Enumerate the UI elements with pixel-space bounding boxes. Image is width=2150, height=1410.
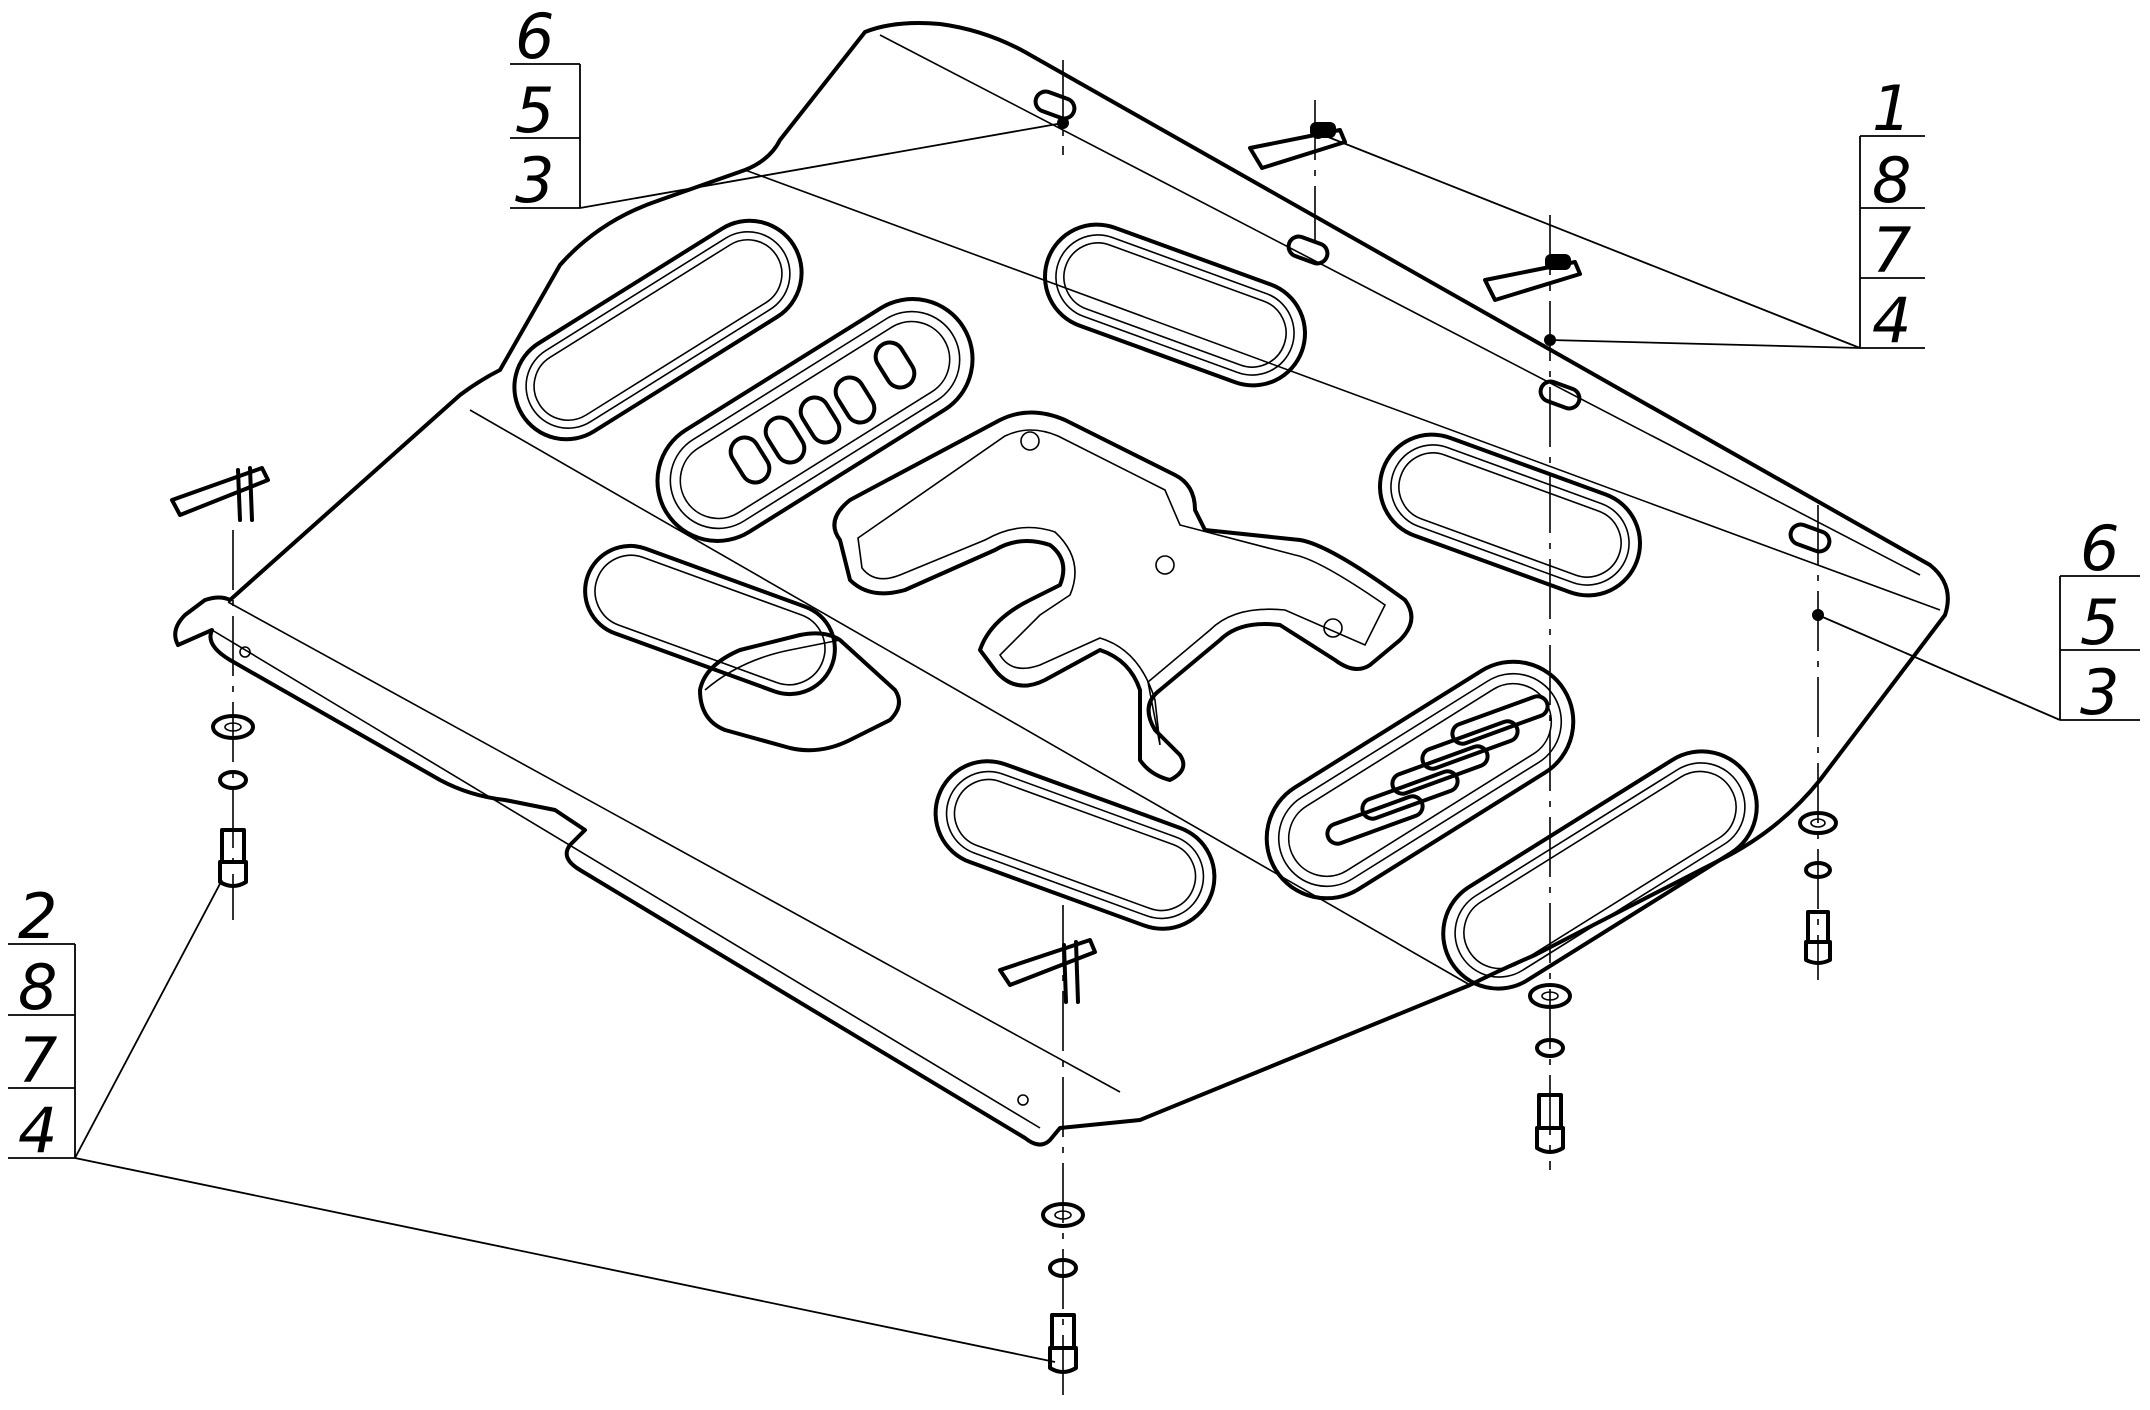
vent-slots-left <box>728 340 917 485</box>
callout-bottom-left-num-4: 4 <box>18 1094 57 1167</box>
mid-bend-line-2 <box>469 409 1471 986</box>
rib-pocket-5 <box>583 543 837 697</box>
callout-top-left-num-1: 6 <box>515 0 554 73</box>
central-rib-hole-2 <box>1155 555 1175 575</box>
vent-slots-right <box>1325 694 1550 846</box>
callout-right-num-2: 5 <box>2080 586 2119 659</box>
central-rib-inner <box>857 429 1387 746</box>
callout-right-num-1: 6 <box>2080 512 2119 585</box>
front-flange-fold-2 <box>211 629 1041 1129</box>
rib-pocket-4 <box>1378 432 1642 598</box>
access-hatch-seam <box>704 639 841 691</box>
callout-top-right-num-4: 4 <box>1872 284 1911 357</box>
callout-right: 6 5 3 <box>2059 512 2140 729</box>
rib-pockets <box>512 218 1759 991</box>
mid-bend-line-1 <box>744 169 1941 611</box>
callout-bottom-left-num-1: 2 <box>18 880 57 953</box>
nut-plate-top-right <box>1483 254 1582 302</box>
nut-plates <box>170 122 1582 1004</box>
fastener-stack-right <box>1798 811 1838 965</box>
front-flange-fold <box>227 601 1121 1093</box>
callout-top-right-num-1: 1 <box>1872 72 1911 145</box>
central-rib-outer <box>832 410 1414 782</box>
central-rib <box>832 410 1414 782</box>
rib-pocket-3 <box>1043 222 1307 388</box>
rib-pocket-1 <box>512 218 804 442</box>
callout-top-left: 6 5 3 <box>510 0 581 217</box>
fastener-stack-center <box>1528 983 1572 1154</box>
callout-top-left-num-3: 3 <box>515 144 554 217</box>
callout-top-right-num-3: 7 <box>1872 214 1911 287</box>
nut-plate-left <box>170 466 270 522</box>
callout-top-right: 1 8 7 4 <box>1859 72 1925 357</box>
nut-plate-top-center <box>1248 122 1347 170</box>
rib-pocket-6 <box>933 759 1217 931</box>
rib-pocket-8 <box>1441 749 1759 991</box>
assembly-axes <box>232 60 1819 1405</box>
callout-right-num-3: 3 <box>2080 656 2119 729</box>
central-rib-hole-1 <box>1020 431 1040 451</box>
central-rib-hole-3 <box>1323 618 1343 638</box>
callout-bottom-left: 2 8 7 4 <box>8 880 76 1167</box>
rib-pocket-2 <box>655 297 975 543</box>
access-hatch <box>698 631 901 753</box>
callout-top-right-num-2: 8 <box>1872 144 1911 217</box>
leader-lines <box>74 117 2061 1363</box>
callout-bottom-left-num-3: 7 <box>18 1024 57 1097</box>
callout-top-left-num-2: 5 <box>515 74 554 147</box>
callout-bottom-left-num-2: 8 <box>18 951 57 1024</box>
plate-slots <box>239 89 1832 1106</box>
nut-plate-bottom <box>998 938 1097 1004</box>
fastener-stack-bottom <box>1041 1202 1085 1374</box>
